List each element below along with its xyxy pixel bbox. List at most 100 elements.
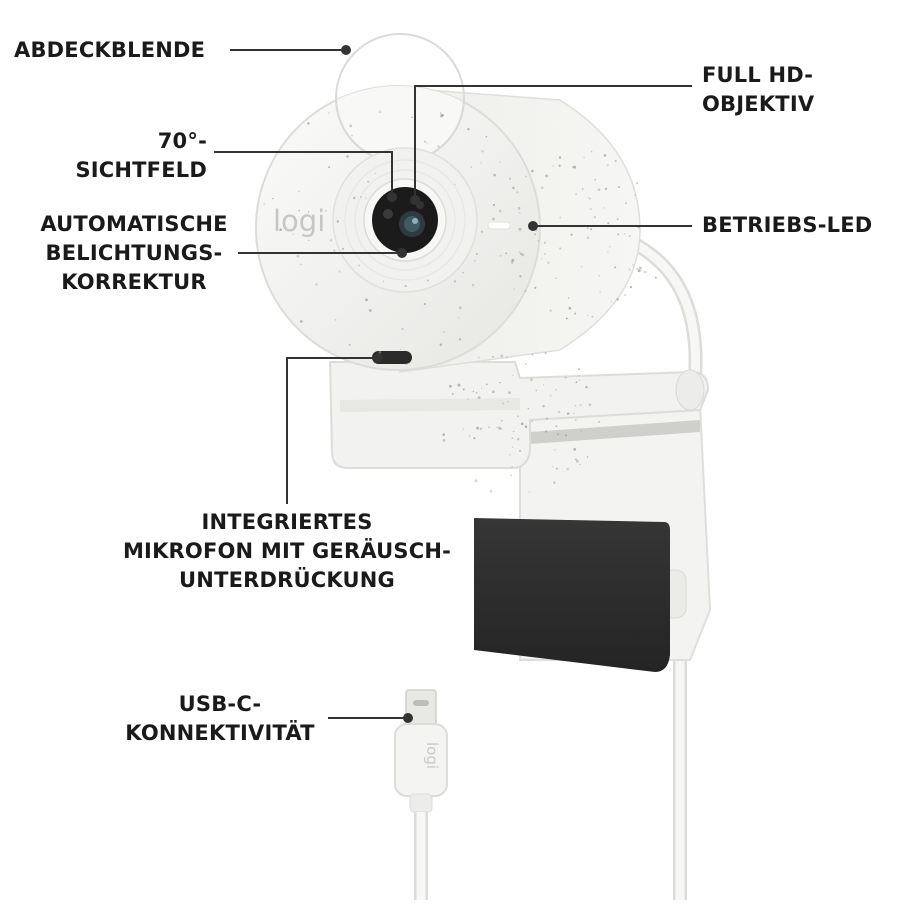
- speckle-dot: [498, 426, 502, 430]
- speckle-dot: [574, 418, 577, 422]
- speckle-dot: [575, 458, 577, 461]
- speckle-dot: [594, 178, 597, 181]
- speckle-dot: [404, 284, 407, 288]
- power-led: [487, 221, 511, 230]
- speckle-dot: [575, 381, 578, 384]
- speckle-dot: [555, 388, 557, 391]
- speckle-dot: [555, 277, 557, 279]
- speckle-dot: [573, 165, 577, 169]
- speckle-dot: [505, 356, 508, 359]
- label-betriebs-led: BETRIEBS-LED: [702, 213, 873, 237]
- speckle-dot: [507, 401, 509, 403]
- speckle-dot: [300, 320, 303, 323]
- speckle-dot: [616, 218, 619, 221]
- speckle-dot: [457, 317, 460, 319]
- lens-assembly: [332, 147, 478, 293]
- speckle-dot: [292, 233, 294, 235]
- speckle-dot: [511, 258, 515, 262]
- speckle-dot: [298, 209, 300, 212]
- speckle-dot: [556, 433, 560, 436]
- speckle-dot: [509, 177, 511, 180]
- speckle-dot: [458, 306, 462, 310]
- speckle-dot: [338, 270, 341, 273]
- leader-lines: [214, 49, 692, 719]
- speckle-dot: [559, 247, 562, 250]
- speckle-dot: [624, 202, 628, 205]
- speckle-dot: [524, 290, 527, 293]
- speckle-dot: [481, 150, 484, 153]
- speckle-dot: [505, 252, 508, 255]
- speckle-dot: [399, 348, 402, 351]
- speckle-dot: [480, 162, 482, 164]
- speckle-dot: [458, 338, 462, 341]
- speckle-dot: [614, 160, 617, 163]
- speckle-dot: [575, 193, 577, 195]
- speckle-dot: [597, 188, 601, 192]
- speckle-dot: [378, 110, 382, 114]
- speckle-dot: [629, 285, 633, 289]
- speckle-dot: [588, 403, 592, 407]
- speckle-dot: [475, 253, 478, 256]
- speckle-dot: [473, 259, 476, 262]
- speckle-dot: [279, 228, 282, 232]
- speckle-dot: [511, 437, 514, 439]
- speckle-dot: [542, 384, 545, 386]
- speckle-dot: [558, 156, 562, 159]
- speckle-dot: [579, 463, 581, 466]
- speckle-dot: [586, 236, 590, 240]
- speckle-dot: [442, 433, 445, 436]
- speckle-dot: [537, 240, 540, 242]
- speckle-dot: [510, 261, 514, 264]
- speckle-dot: [543, 252, 546, 255]
- speckle-dot: [565, 434, 568, 437]
- speckle-dot: [552, 466, 554, 468]
- speckle-dot: [457, 383, 461, 387]
- speckle-dot: [307, 122, 310, 125]
- speckle-dot: [476, 426, 479, 430]
- speckle-dot: [298, 190, 300, 193]
- speckle-dot: [518, 211, 521, 214]
- speckle-dot: [608, 246, 611, 248]
- logi-logo-plug: logi: [423, 742, 441, 769]
- speckle-dot: [477, 396, 481, 399]
- speckle-dot: [496, 426, 498, 429]
- speckle-dot: [462, 388, 465, 391]
- speckle-dot: [454, 183, 456, 185]
- speckle-dot: [654, 276, 657, 279]
- speckle-dot: [568, 306, 572, 310]
- speckle-dot: [491, 217, 495, 221]
- speckle-dot: [540, 186, 544, 190]
- speckle-dot: [499, 254, 502, 257]
- speckle-dot: [334, 319, 337, 321]
- speckle-dot: [405, 363, 407, 365]
- speckle-dot: [481, 387, 483, 389]
- speckle-dot: [586, 456, 589, 458]
- speckle-dot: [358, 264, 361, 267]
- speckle-dot: [473, 437, 476, 440]
- speckle-dot: [511, 466, 514, 468]
- speckle-dot: [365, 197, 367, 199]
- speckle-dot: [518, 227, 522, 231]
- speckle-dot: [531, 353, 534, 356]
- speckle-dot: [516, 437, 520, 441]
- speckle-dot: [511, 446, 514, 448]
- speckle-dot: [628, 234, 631, 238]
- speckle-dot: [528, 491, 530, 494]
- logi-logo: logi: [273, 204, 325, 238]
- speckle-dot: [567, 297, 570, 299]
- speckle-dot: [512, 430, 515, 433]
- speckle-dot: [574, 404, 577, 407]
- label-abdeckblende: ABDECKBLENDE: [14, 38, 206, 62]
- speckle-dot: [618, 186, 620, 189]
- speckle-dot: [555, 467, 558, 470]
- speckle-dot: [470, 166, 473, 168]
- speckle-dot: [554, 449, 556, 451]
- label-belichtungskorrektur: AUTOMATISCHE BELICHTUNGS- KORREKTUR: [40, 212, 228, 294]
- speckle-dot: [451, 392, 454, 396]
- speckle-dot: [564, 376, 567, 379]
- speckle-dot: [500, 354, 504, 358]
- speckle-dot: [598, 275, 600, 277]
- speckle-dot: [578, 368, 580, 371]
- speckle-dot: [553, 481, 556, 484]
